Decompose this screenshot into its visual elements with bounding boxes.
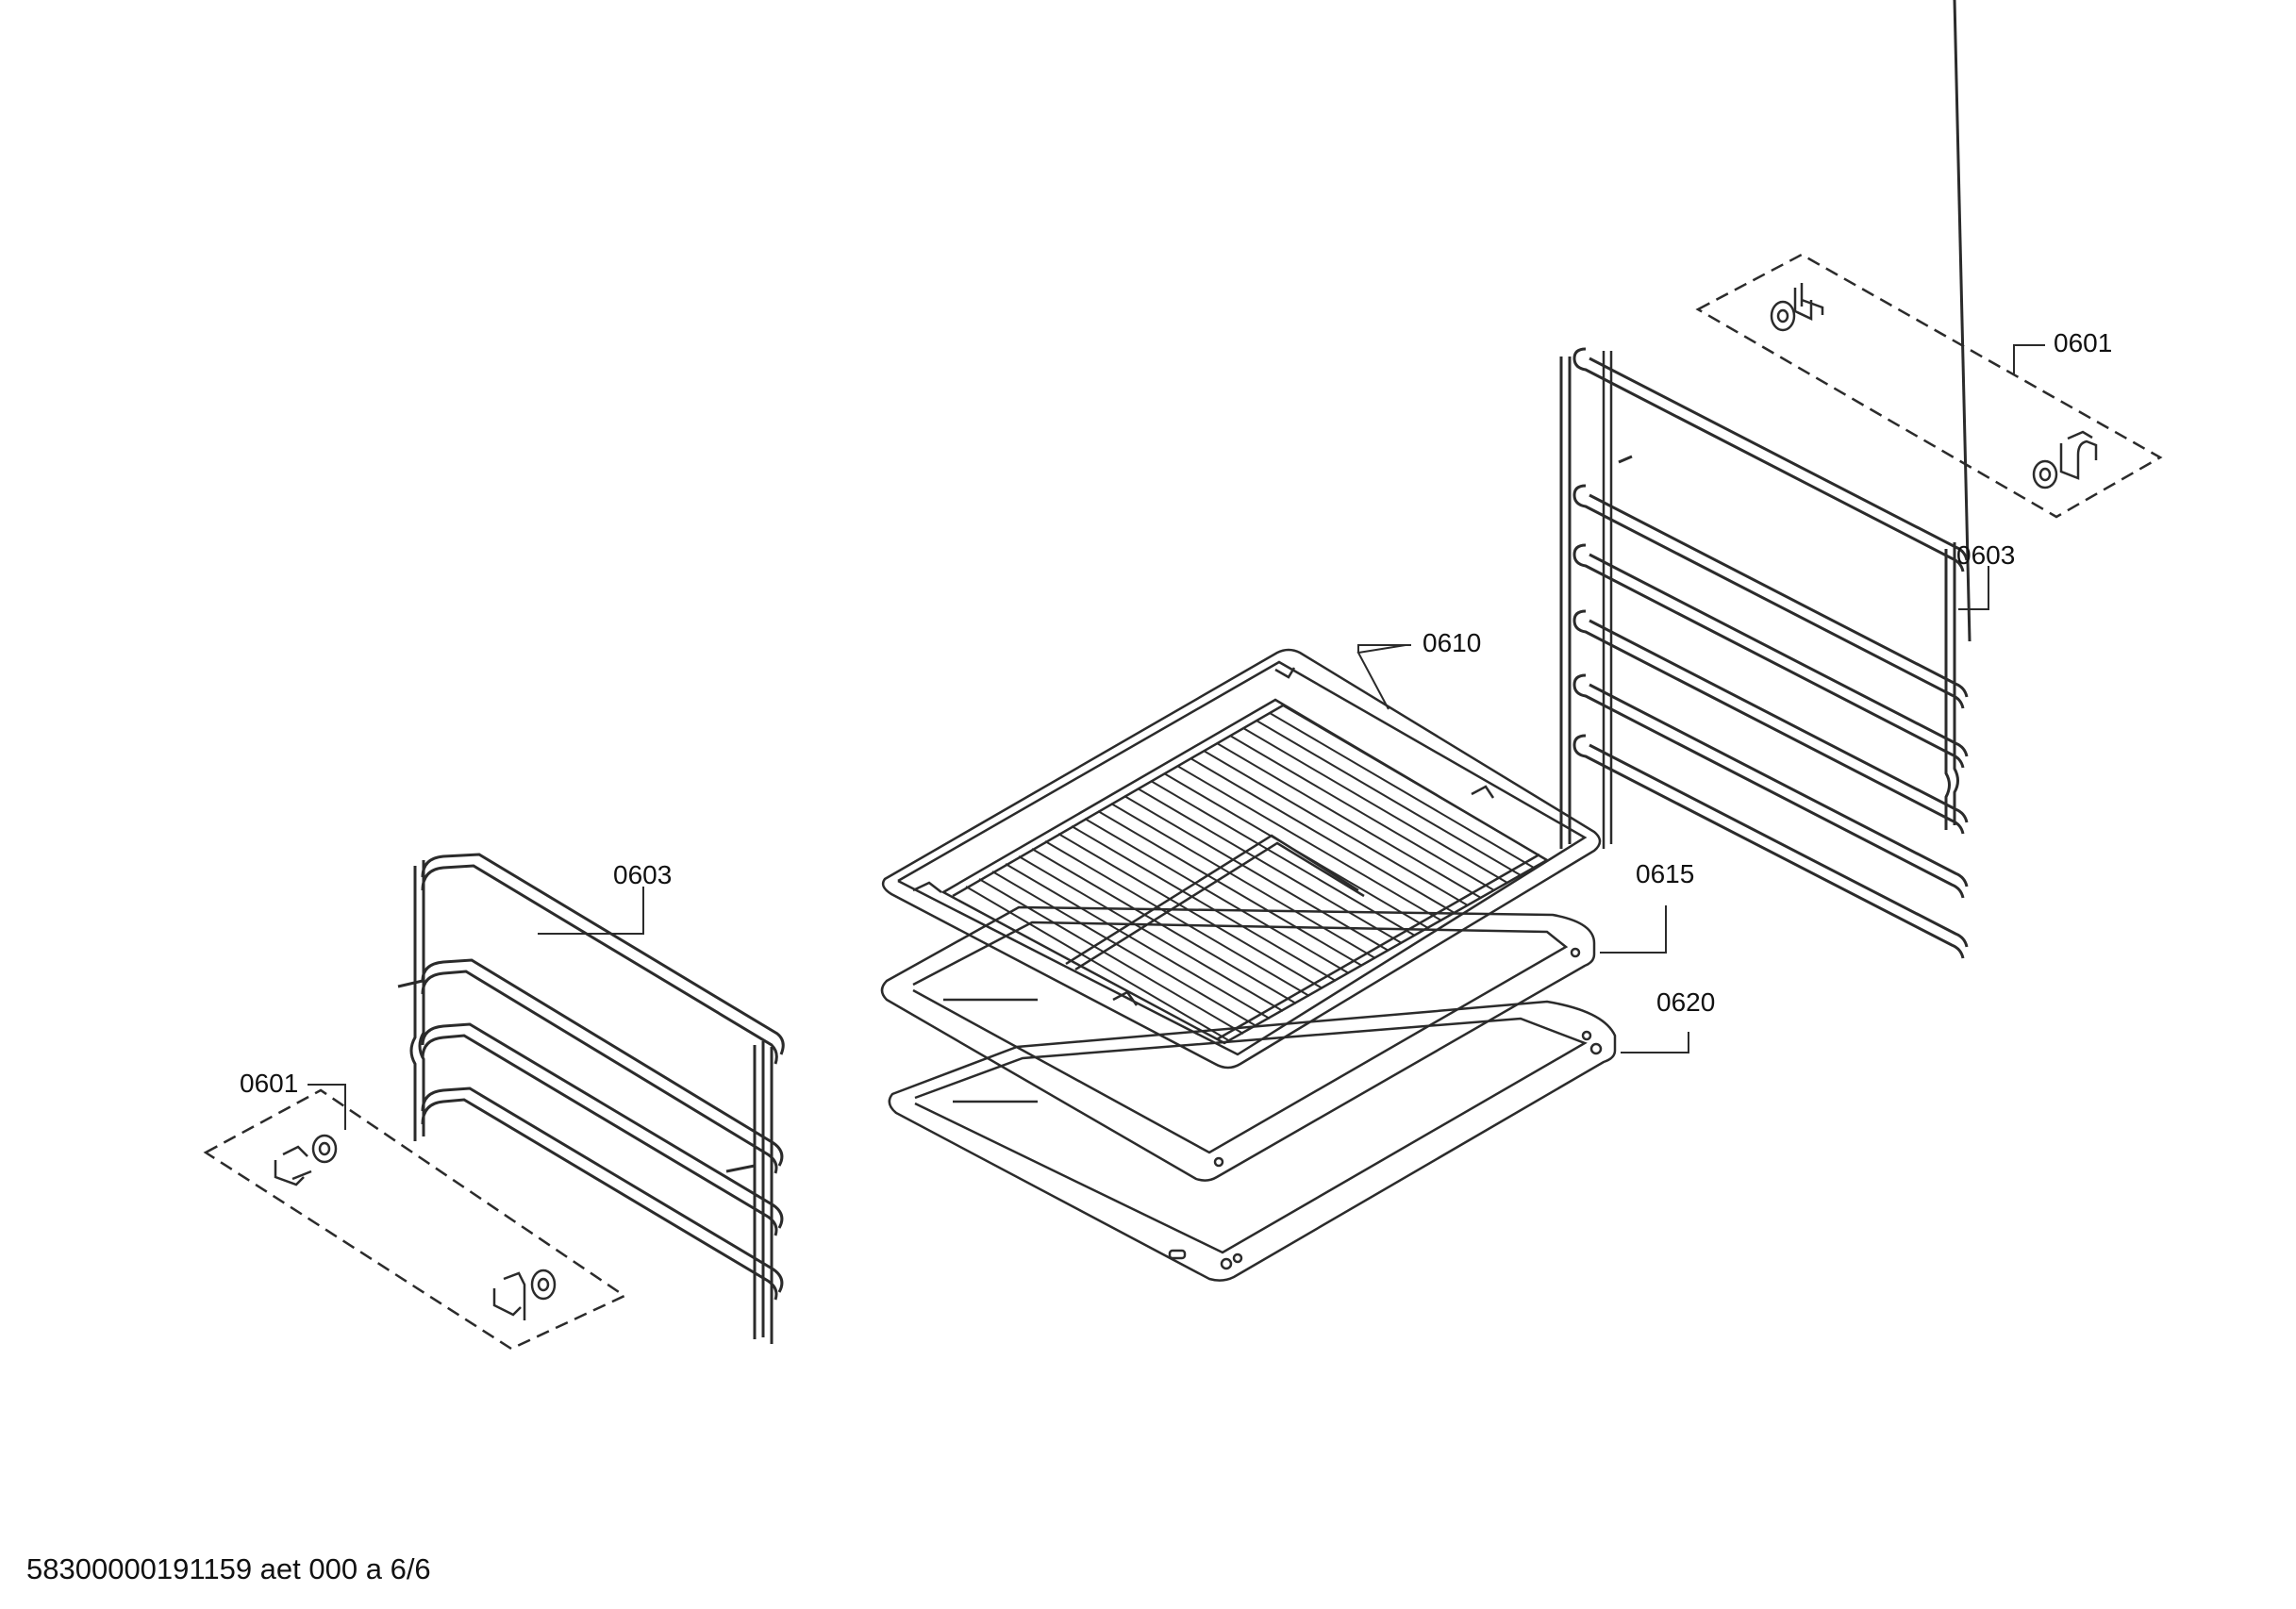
part-label-0603-right: 0603 [1956,540,2015,570]
part-label-0615: 0615 [1636,859,1694,888]
part-label-0601-right: 0601 [2054,328,2112,357]
clip-icon [2032,430,2098,489]
clip-icon [1770,283,1824,332]
clip-icon [492,1269,557,1320]
clip-set-left: 0601 [203,1069,627,1351]
part-label-0610: 0610 [1423,628,1481,657]
part-label-0603-left: 0603 [613,860,672,889]
part-label-0620: 0620 [1656,987,1715,1017]
clip-set-right: 0601 [1695,253,2163,519]
part-label-0601-left: 0601 [240,1069,298,1098]
side-rail-left [397,853,785,1344]
drawing-reference-code: 58300000191159 aet 000 a 6/6 [26,1552,431,1585]
side-rail-right [1559,0,1972,960]
deep-pan [888,1000,1617,1282]
grid-shelf [881,648,1602,1070]
clip-icon [274,1134,338,1186]
baking-tray [880,905,1596,1182]
